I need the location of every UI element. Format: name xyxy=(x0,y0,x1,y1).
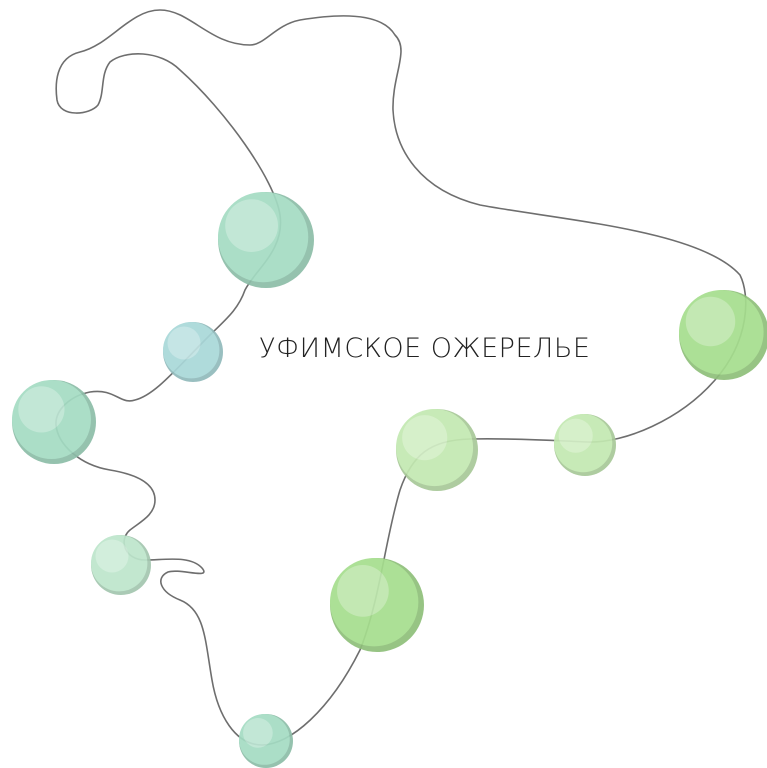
necklace-thread xyxy=(55,9,747,746)
bead-5 xyxy=(239,714,293,768)
bead-8 xyxy=(554,414,616,476)
bead-4 xyxy=(91,535,151,595)
bead-1 xyxy=(218,192,314,288)
bead-2 xyxy=(163,322,223,382)
bead-9 xyxy=(679,290,767,380)
title-text: УФИМСКОЕ ОЖЕРЕЛЬЕ xyxy=(259,333,591,364)
bead-3 xyxy=(12,380,96,464)
bead-7 xyxy=(396,409,478,491)
bead-6 xyxy=(330,558,424,652)
